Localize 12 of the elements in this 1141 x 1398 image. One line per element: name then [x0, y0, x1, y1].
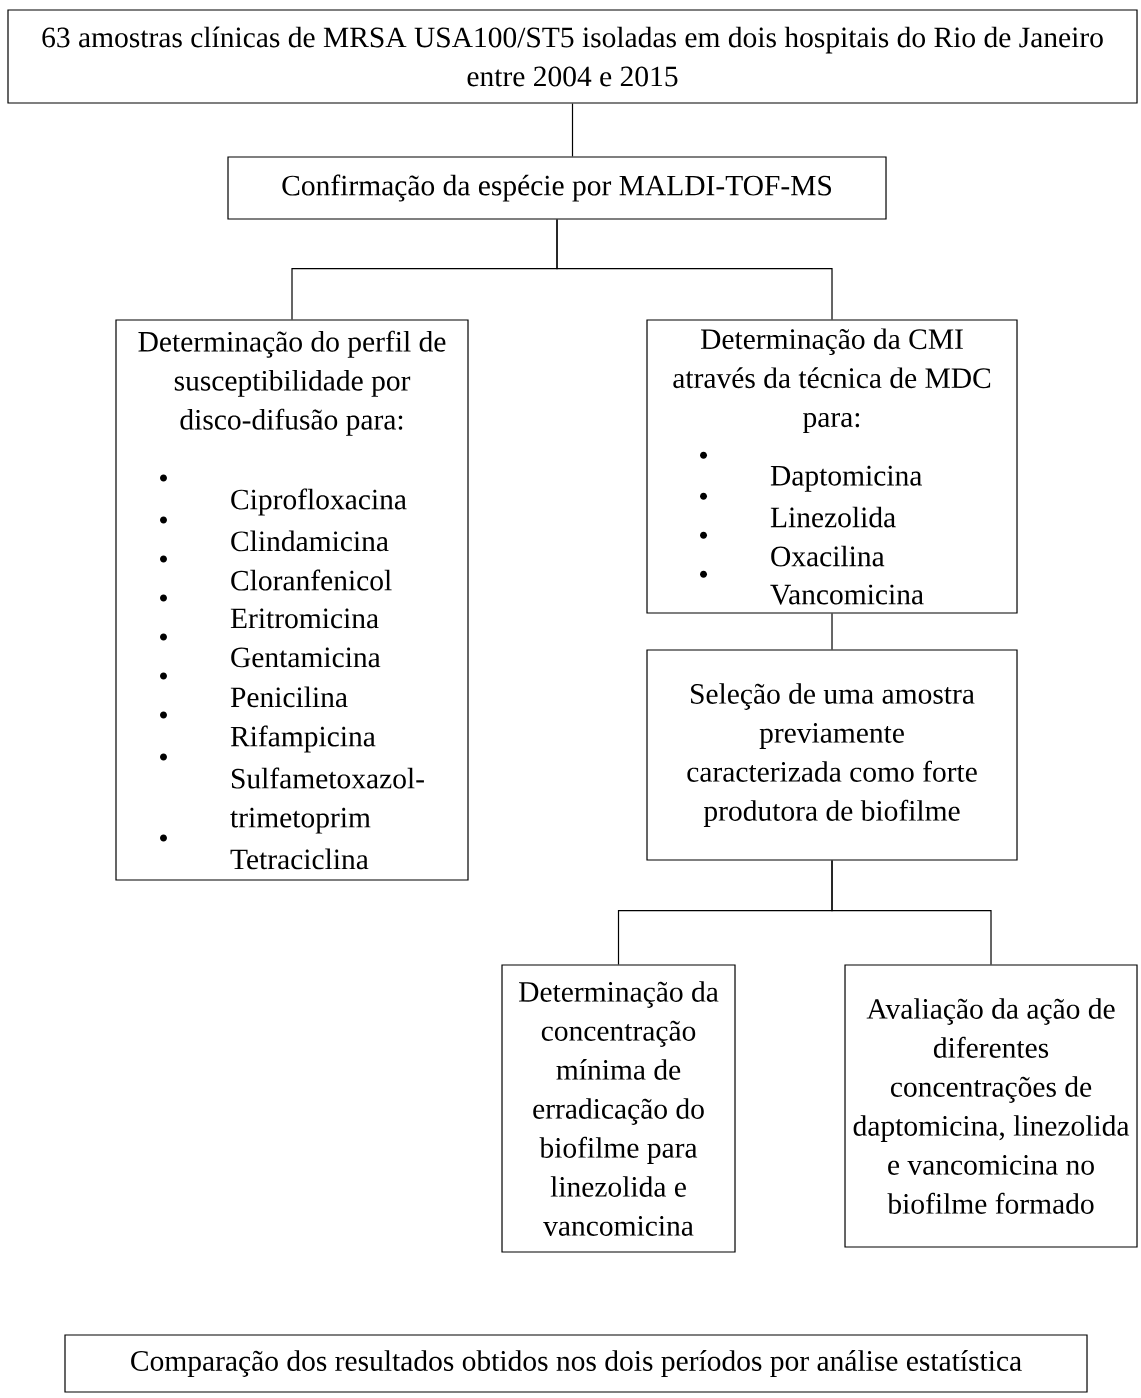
connector-line	[831, 860, 992, 965]
process-box: Seleção de uma amostra previamente caracterizada como forte produtora de biofilme	[646, 649, 1018, 861]
process-box: 63 amostras clínicas de MRSA USA100/ST5 isoladas em dois hospitais do Rio de Janeiro entre 2004 e 2015	[7, 9, 1138, 104]
process-box: Determinação da CMI através da técnica de MDC para: Daptomicina Linezolida Oxacilina Vancomicina	[646, 319, 1018, 614]
process-box: Comparação dos resultados obtidos nos dois períodos por análise estatística	[64, 1334, 1088, 1393]
connector-line	[831, 613, 833, 650]
process-box: Determinação da concentração mínima de erradicação do biofilme para linezolida e vancomicina	[501, 964, 736, 1253]
process-box: Confirmação da espécie por MALDI-TOF-MS	[227, 156, 887, 220]
process-box: Avaliação da ação de diferentes concentrações de daptomicina, linezolida e vancomicina no biofilme formado	[844, 964, 1138, 1248]
process-box: Determinação do perfil de susceptibilidade por disco-difusão para: Ciprofloxacina Clindamicina Cloranfenicol Eritromicina Gentamicina Penicilina Rifampicina Sulfametoxazol-trimetoprim Tetraciclina	[115, 319, 469, 881]
connector-line	[571, 103, 574, 157]
connector-line	[556, 219, 833, 320]
